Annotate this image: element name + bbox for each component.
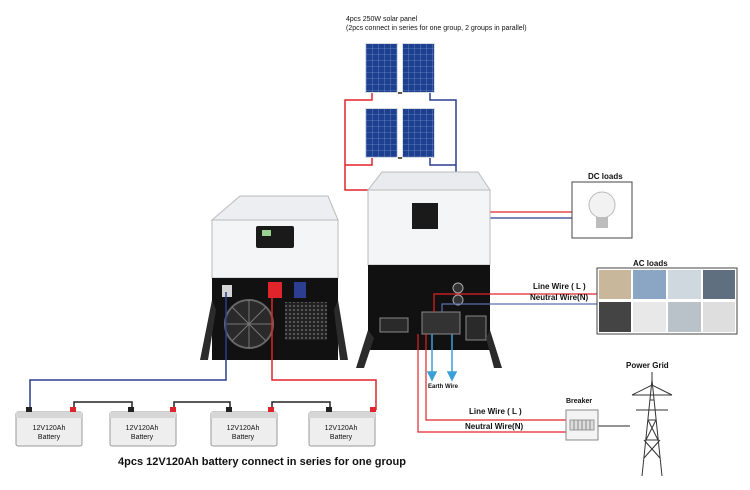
appliance-image: [633, 270, 666, 299]
inverter-front: [200, 195, 348, 360]
bulb-icon: [596, 217, 608, 228]
battery-capacity: 12V120Ah: [226, 425, 260, 432]
battery-bank: [15, 407, 376, 447]
battery-caption: 12V120Ah Battery: [114, 424, 170, 442]
grid-neutral-wire-label: Neutral Wire(N): [465, 422, 524, 431]
battery-capacity: 12V120Ah: [32, 425, 66, 432]
ac-neutral-wire-label: Neutral Wire(N): [530, 293, 589, 302]
battery-label: Battery: [329, 434, 353, 441]
appliance-image: [599, 302, 631, 332]
power-grid-tower: [631, 372, 673, 477]
ac-loads-grid: [596, 267, 738, 335]
battery-caption: 12V120Ah Battery: [313, 424, 369, 442]
solar-panel: [365, 108, 398, 158]
battery-capacity: 12V120Ah: [125, 425, 159, 432]
breaker-box: [565, 409, 599, 441]
battery-wiring: [29, 292, 377, 410]
battery-label: Battery: [130, 434, 154, 441]
breaker-label: Breaker: [566, 398, 593, 405]
solar-panel: [402, 108, 435, 158]
appliance-image: [668, 302, 701, 332]
dc-loads-label: DC loads: [588, 172, 623, 181]
dc-load-bulb: [571, 181, 633, 239]
grid-line-wire-label: Line Wire ( L ): [469, 407, 522, 416]
solar-panel: [365, 43, 398, 93]
inverter-rear: [356, 171, 502, 368]
display-panel: [256, 226, 294, 248]
ac-loads-label: AC loads: [633, 259, 668, 268]
battery: [210, 407, 278, 447]
ac-output-wiring: [433, 293, 598, 312]
battery: [109, 407, 177, 447]
solar-panel: [402, 43, 435, 93]
earth-wire-label: Earth Wire: [428, 384, 458, 390]
solar-panel-subtitle: (2pcs connect in series for one group, 2…: [346, 25, 527, 32]
battery-caption: 12V120Ah Battery: [215, 424, 271, 442]
battery-label: Battery: [231, 434, 255, 441]
battery-caption: 12V120Ah Battery: [21, 424, 77, 442]
appliance-image: [633, 302, 666, 332]
ac-line-wire-label: Line Wire ( L ): [533, 282, 586, 291]
earth-wires: [426, 334, 458, 382]
battery: [308, 407, 376, 447]
battery-bank-caption: 4pcs 12V120Ah battery connect in series …: [118, 456, 406, 468]
battery-label: Battery: [37, 434, 61, 441]
appliance-image: [599, 270, 631, 299]
solar-panel-array: [365, 43, 435, 158]
appliance-image: [703, 270, 735, 299]
solar-panel-title: 4pcs 250W solar panel: [346, 16, 418, 23]
appliance-image: [703, 302, 735, 332]
battery: [15, 407, 83, 447]
power-grid-label: Power Grid: [626, 361, 669, 370]
battery-capacity: 12V120Ah: [324, 425, 358, 432]
grid-input-wiring: [417, 334, 630, 433]
appliance-image: [668, 270, 701, 299]
